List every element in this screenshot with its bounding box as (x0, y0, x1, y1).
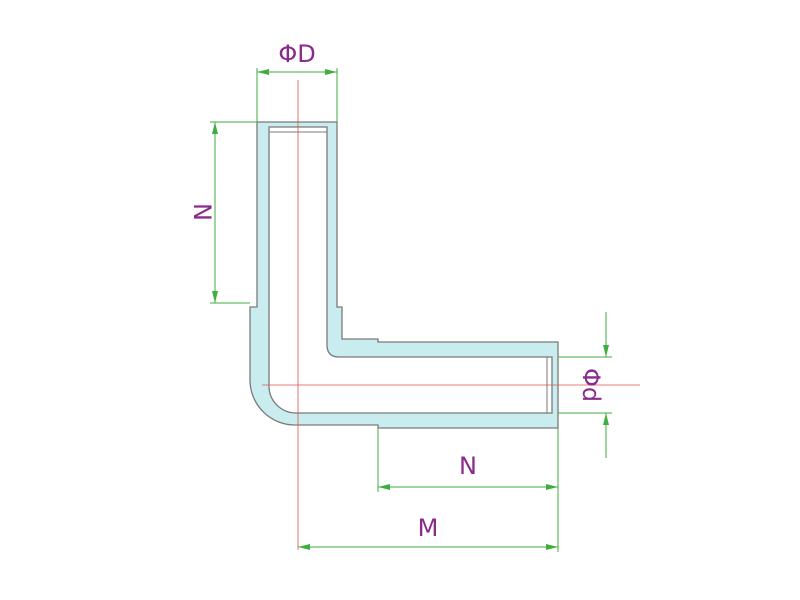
inner-diameter-dimension (558, 312, 612, 458)
inner-diameter-label: Φd (577, 368, 605, 402)
overall-length-label: M (418, 514, 439, 542)
horizontal-socket-dimension (377, 428, 559, 552)
overall-length-dimension (298, 544, 558, 550)
horizontal-socket-label: N (459, 452, 477, 480)
vertical-socket-dimension (210, 121, 257, 304)
elbow-outer-wall (249, 121, 559, 429)
outer-diameter-dimension (256, 68, 338, 122)
vertical-socket-label: N (188, 203, 216, 221)
outer-diameter-label: ΦD (278, 40, 315, 68)
